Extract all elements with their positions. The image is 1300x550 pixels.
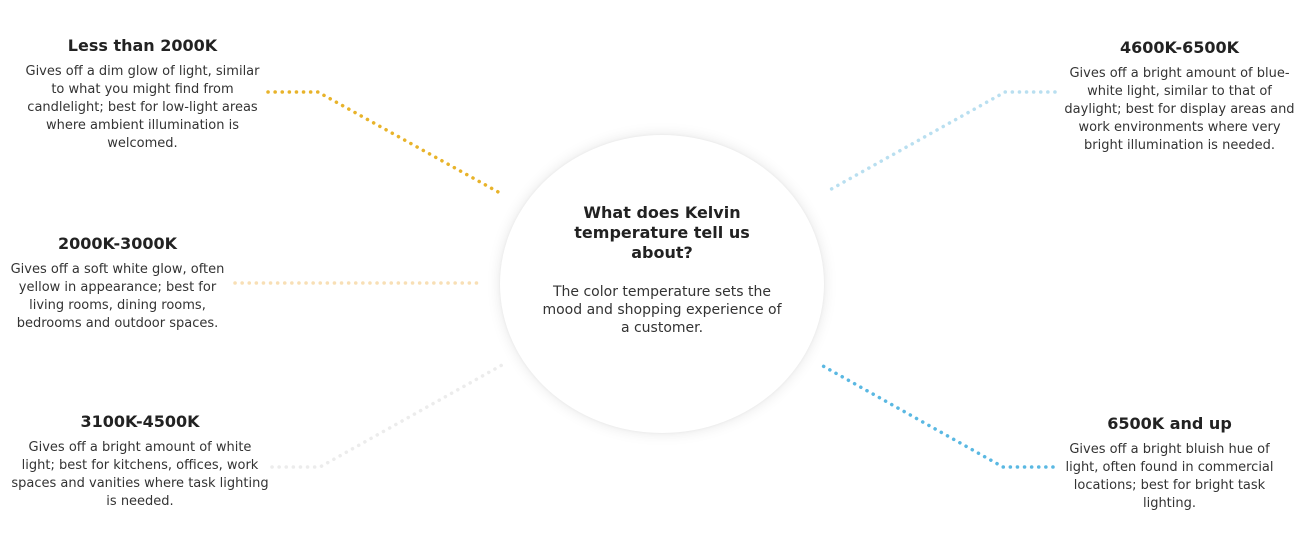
node-description: Gives off a soft white glow, often yello…	[10, 262, 225, 331]
center-circle: What does Kelvin temperature tell us abo…	[500, 135, 824, 433]
center-text: The color temperature sets the mood and …	[542, 284, 782, 336]
node-3100k-4500k: 3100K-4500K Gives off a bright amount of…	[10, 412, 270, 511]
node-2000k-3000k: 2000K-3000K Gives off a soft white glow,…	[10, 234, 225, 333]
connector-3100k-4500k	[270, 363, 504, 469]
center-title: What does Kelvin temperature tell us abo…	[574, 203, 750, 262]
node-description: Gives off a bright bluish hue of light, …	[1065, 442, 1274, 511]
node-description: Gives off a dim glow of light, similar t…	[25, 64, 260, 151]
connector-4600k-6500k	[824, 90, 1057, 194]
node-title: 2000K-3000K	[57, 234, 178, 253]
node-less-than-2000k: Less than 2000K Gives off a dim glow of …	[25, 36, 260, 153]
node-title: 3100K-4500K	[80, 412, 200, 431]
node-6500k-and-up: 6500K and up Gives off a bright bluish h…	[1062, 414, 1277, 513]
node-description: Gives off a bright amount of white light…	[11, 440, 269, 509]
node-title: 4600K-6500K	[1119, 38, 1240, 57]
node-4600k-6500k: 4600K-6500K Gives off a bright amount of…	[1062, 38, 1297, 155]
node-title: 6500K and up	[1107, 414, 1232, 433]
node-title: Less than 2000K	[67, 36, 218, 55]
connector-6500k-and-up	[821, 364, 1055, 469]
node-description: Gives off a bright amount of blue-white …	[1064, 66, 1295, 153]
connector-less-than-2000k	[266, 90, 502, 195]
